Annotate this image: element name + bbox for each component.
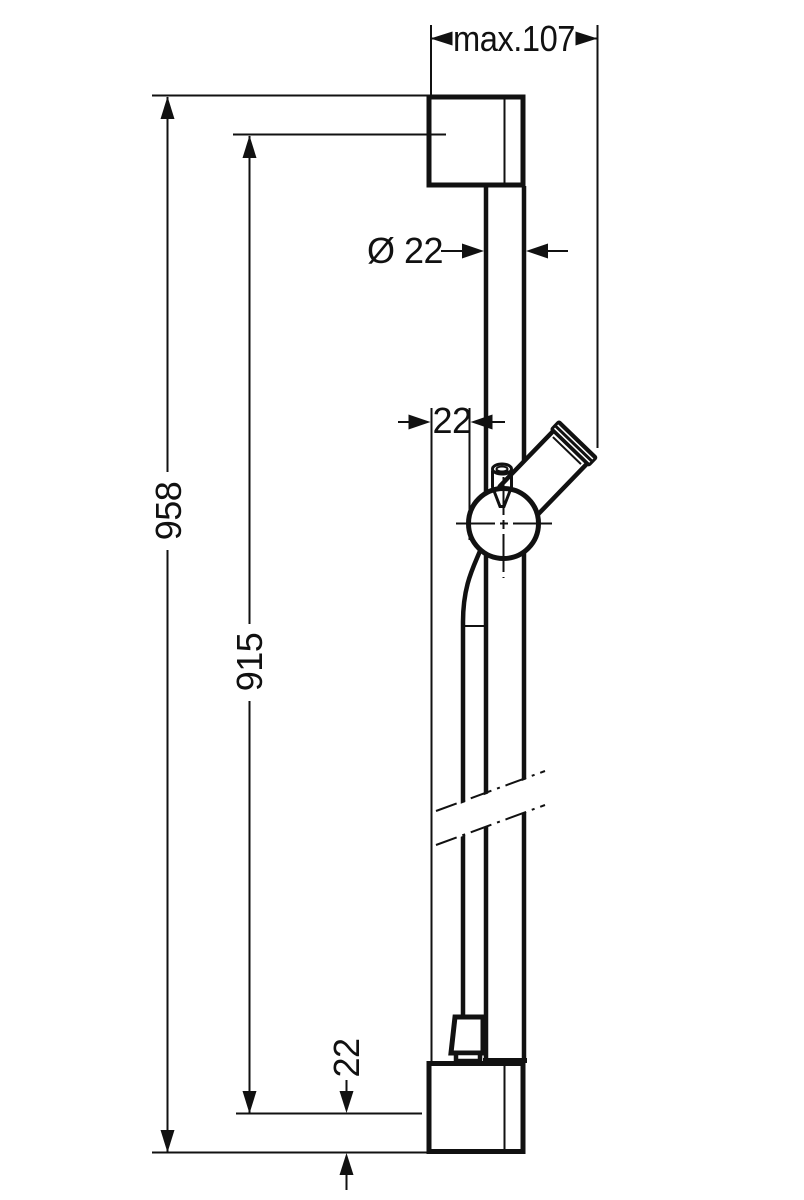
arrowhead-left	[526, 243, 548, 259]
arrowhead-down	[160, 1130, 175, 1153]
slider-body	[456, 477, 552, 578]
dimension-label-rail-diameter: Ø 22	[367, 230, 443, 271]
arrowhead-right	[408, 414, 431, 430]
arrowhead-right	[462, 243, 484, 259]
arrowhead-right	[575, 31, 598, 46]
arrowhead-up	[339, 1153, 354, 1175]
dimension-label-total-height: 958	[148, 482, 189, 541]
dimension-label-rail-length: 915	[229, 633, 270, 692]
wall-bracket-top	[426, 94, 526, 188]
dimension-rail-diameter: Ø 22	[367, 230, 568, 271]
shower-hose	[460, 550, 484, 1017]
slider-centerlines	[456, 477, 552, 578]
dimension-bottom-offset: 22	[326, 1038, 367, 1190]
arrowhead-down	[339, 1091, 354, 1113]
rail-break-lines	[435, 770, 546, 846]
arrowhead-up	[160, 96, 175, 119]
dimension-max-width: max.107	[430, 18, 599, 448]
dimension-rail-length: 915	[229, 133, 446, 1115]
dimension-label-max-width: max.107	[453, 18, 575, 59]
dimension-total-height: 958	[148, 94, 429, 1154]
arrowhead-left	[470, 414, 493, 430]
dimension-slider-offset: 22	[398, 400, 505, 1062]
hose-nut	[448, 1014, 486, 1064]
release-pin	[491, 462, 513, 508]
wall-bracket-bottom	[426, 1061, 526, 1154]
dimension-label-bottom-offset: 22	[326, 1038, 367, 1077]
arrowhead-down	[242, 1091, 257, 1114]
arrowhead-up	[242, 135, 257, 158]
rail-tube	[483, 186, 527, 1063]
dimension-label-slider-offset: 22	[432, 400, 471, 441]
arrowhead-left	[430, 31, 453, 46]
